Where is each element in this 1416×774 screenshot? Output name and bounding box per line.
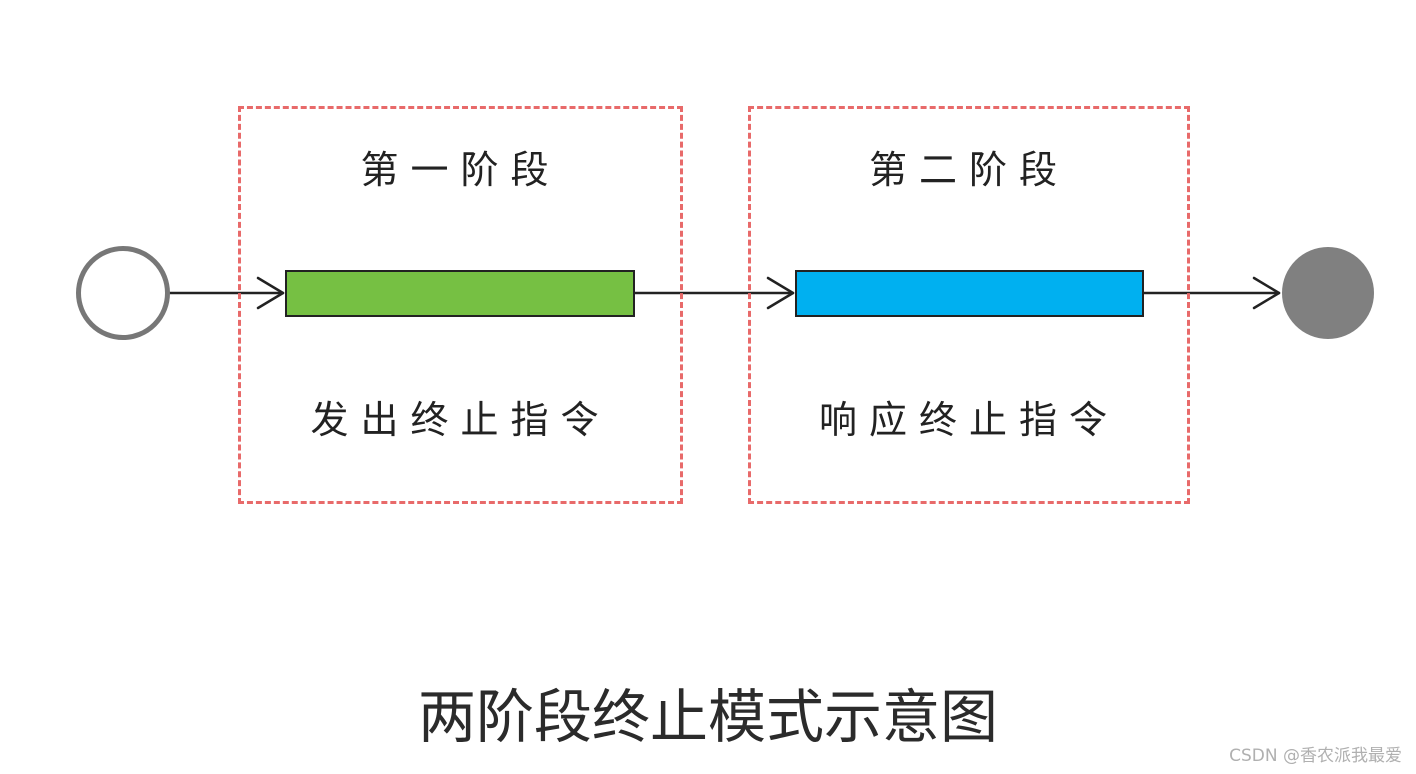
- end-node: [1282, 247, 1374, 339]
- phase-2-caption: 响应终止指令: [818, 398, 1119, 442]
- arrowhead-phase1: [256, 276, 285, 310]
- phase-2-bar: [795, 270, 1144, 317]
- arrowhead-phase2: [766, 276, 795, 310]
- phase-1-title: 第一阶段: [360, 148, 561, 192]
- phase-1-bar: [285, 270, 635, 317]
- phase-2-title: 第二阶段: [868, 148, 1069, 192]
- phase-1-caption: 发出终止指令: [310, 398, 611, 442]
- start-node: [76, 246, 170, 340]
- figure-caption: 两阶段终止模式示意图: [417, 683, 998, 751]
- watermark: CSDN @香农派我最爱: [1229, 746, 1402, 766]
- phase-1-box: 第一阶段 发出终止指令: [238, 106, 683, 504]
- arrowhead-end: [1252, 276, 1281, 310]
- phase-2-box: 第二阶段 响应终止指令: [748, 106, 1190, 504]
